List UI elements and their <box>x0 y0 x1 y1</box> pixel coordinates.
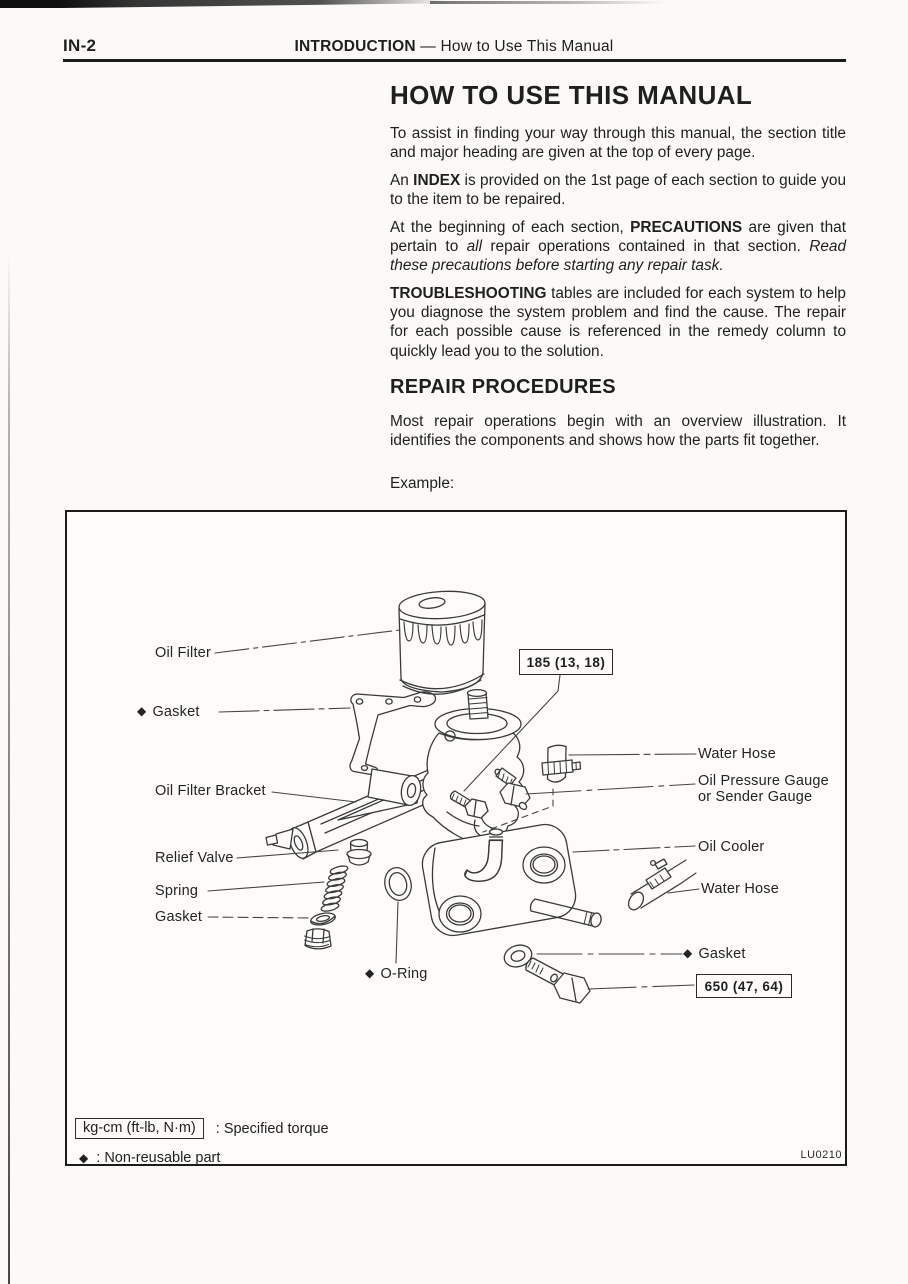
paragraph-intro-1: To assist in finding your way through th… <box>390 125 846 162</box>
non-reusable-diamond-icon: ◆ <box>683 946 693 960</box>
section-title-repair-procedures: REPAIR PROCEDURES <box>390 375 616 398</box>
page-number: IN-2 <box>63 36 97 55</box>
torque-spec-upper: 185 (13, 18) <box>519 649 613 675</box>
label-oil-filter-bracket: Oil Filter Bracket <box>155 783 266 799</box>
gasket-top-part <box>349 691 437 776</box>
page-header-title: INTRODUCTION — How to Use This Manual <box>294 38 614 55</box>
non-reusable-diamond-icon: ◆ <box>137 704 147 718</box>
figure-box: Oil Filter ◆Gasket Oil Filter Bracket Re… <box>65 510 847 1166</box>
paragraph-index: An INDEX is provided on the 1st page of … <box>390 171 846 209</box>
water-hose-right-part <box>627 858 697 911</box>
oil-pressure-sender-part <box>494 767 531 811</box>
label-o-ring: ◆O-Ring <box>365 966 428 982</box>
leader-water-hose-right <box>667 888 700 894</box>
scan-artifact-top <box>0 0 450 8</box>
paragraph-troubleshooting: TROUBLESHOOTING tables are included for … <box>390 284 846 360</box>
leader-torque-650 <box>587 984 695 990</box>
water-hose-top-part <box>541 744 582 783</box>
leader-oil-pressure-gauge <box>525 783 696 795</box>
leader-cooler-inlet <box>482 788 554 833</box>
legend-torque-desc: : Specified torque <box>215 1120 329 1137</box>
content-column: HOW TO USE THIS MANUAL To assist in find… <box>390 80 846 502</box>
leader-torque-185 <box>463 674 561 792</box>
label-water-hose-top: Water Hose <box>698 746 777 762</box>
gasket-right-part <box>503 944 533 968</box>
figure-code: LU0210 <box>800 1149 842 1161</box>
non-reusable-diamond-icon: ◆ <box>365 966 375 980</box>
header-rule <box>63 59 846 62</box>
filter-mount-body-part <box>422 688 525 844</box>
non-reusable-diamond-icon: ◆ <box>79 1151 89 1165</box>
leader-oil-filter-bracket <box>271 791 357 803</box>
bolt-part <box>449 790 489 819</box>
spring-part <box>320 865 349 912</box>
leader-spring <box>207 881 325 892</box>
oil-cooler-part <box>421 823 602 937</box>
relief-valve-part <box>346 838 372 866</box>
scan-artifact-fold-line <box>8 252 10 1284</box>
example-label: Example: <box>390 475 455 493</box>
leader-gasket-left <box>207 916 312 919</box>
label-relief-valve: Relief Valve <box>155 850 234 866</box>
legend-torque: kg-cm (ft-lb, N·m) : Specified torque <box>75 1118 329 1139</box>
label-gasket-top: ◆Gasket <box>137 704 200 720</box>
gasket-left-part <box>310 912 336 926</box>
leader-gasket-top <box>218 707 351 713</box>
legend-torque-units-box: kg-cm (ft-lb, N·m) <box>75 1118 204 1139</box>
exploded-view-illustration <box>207 590 700 1004</box>
label-oil-pressure-gauge: Oil Pressure Gauge or Sender Gauge <box>698 773 829 805</box>
oil-filter-part <box>398 590 486 695</box>
label-gasket-right: ◆Gasket <box>683 946 746 962</box>
threaded-plug-part <box>304 928 332 950</box>
legend-non-reusable: ◆ : Non-reusable part <box>79 1150 220 1166</box>
label-oil-filter: Oil Filter <box>155 645 211 661</box>
scan-artifact-top-thin <box>430 1 665 4</box>
torque-spec-lower: 650 (47, 64) <box>696 974 792 998</box>
page-title: HOW TO USE THIS MANUAL <box>390 80 753 110</box>
label-spring: Spring <box>155 883 199 899</box>
legend-non-reusable-desc: : Non-reusable part <box>96 1150 221 1166</box>
label-water-hose-right: Water Hose <box>701 881 780 897</box>
leader-lines <box>207 629 700 990</box>
leader-oil-filter <box>214 629 401 654</box>
leader-oil-cooler <box>572 845 696 853</box>
paragraph-precautions: At the beginning of each section, PRECAU… <box>390 218 847 275</box>
leader-relief-valve <box>236 849 339 859</box>
paragraph-repair-procedures: Most repair operations begin with an ove… <box>390 412 846 449</box>
leader-water-hose-top <box>568 753 697 756</box>
label-oil-cooler: Oil Cooler <box>698 839 765 855</box>
label-gasket-left: Gasket <box>155 909 203 925</box>
o-ring-part <box>384 867 412 901</box>
union-bolt-part <box>525 957 591 1004</box>
leader-o-ring <box>395 901 399 964</box>
